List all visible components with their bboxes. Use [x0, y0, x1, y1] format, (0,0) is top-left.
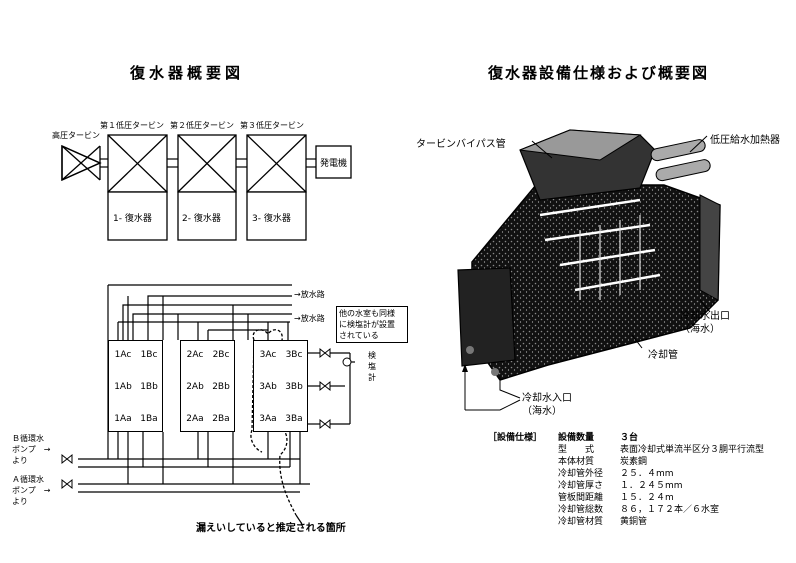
lp3-turbine-label: 第３低圧タービン [240, 121, 304, 130]
water-box-cell: 1Bb [137, 377, 161, 397]
water-box-cell: 2Ac [183, 345, 207, 365]
water-box-cell: 3Ab [256, 377, 280, 397]
hp-turbine-label: 高圧タービン [52, 131, 100, 140]
pump-a-label: Ａ循環水 ポンプ → より [12, 475, 51, 506]
water-box-cell: 1Ab [111, 377, 135, 397]
generator-label: 発電機 [320, 159, 348, 169]
lp2-turbine-label: 第２低圧タービン [170, 121, 234, 130]
note-box: 他の水室も同様 に検塩計が設置 されている [336, 306, 408, 343]
water-box-cell: 1Bc [137, 345, 161, 365]
discharge-label-2: →放水路 [294, 314, 325, 323]
left-title: 復水器概要図 [130, 64, 245, 82]
lp-heater-label: 低圧給水加熱器 [710, 135, 780, 146]
shaft-lines [100, 158, 316, 168]
outlet-label: 冷却水出口 （海水） [680, 311, 730, 335]
water-box-cell: 1Ba [137, 409, 161, 429]
bypass-pipe-label: タービンバイパス管 [416, 139, 506, 150]
water-box-cell: 1Ac [111, 345, 135, 365]
water-box-cell: 3Aa [256, 409, 280, 429]
water-box-cell: 1Aa [111, 409, 135, 429]
water-box-cell: 3Bc [282, 345, 306, 365]
water-box-cell: 3Bb [282, 377, 306, 397]
water-box-cell: 2Bb [209, 377, 233, 397]
cooling-tube-label: 冷却管 [648, 350, 678, 361]
water-box-cell: 2Bc [209, 345, 233, 365]
spec-table: ［設備仕様］ 設備数量 ３台 型 式 表面冷却式単流半区分３胴平行流型 本体材質… [488, 433, 765, 527]
water-box-cell: 2Aa [183, 409, 207, 429]
piping [78, 284, 355, 493]
condenser-1-label: 1- 復水器 [113, 214, 152, 224]
valves [61, 347, 331, 490]
spec-header: ［設備仕様］ [488, 433, 543, 443]
meter-circle [342, 357, 352, 367]
condenser-3-label: 3- 復水器 [252, 214, 291, 224]
water-box-cell: 3Ac [256, 345, 280, 365]
leak-note: 漏えいしていると推定される箇所 [196, 523, 346, 534]
discharge-label-1: →放水路 [294, 290, 325, 299]
inlet-label: 冷却水入口 （海水） [522, 393, 572, 417]
lp1-turbine-label: 第１低圧タービン [100, 121, 164, 130]
salinity-meter-label: 検 塩 計 [368, 351, 376, 382]
water-box-cell: 3Ba [282, 409, 306, 429]
condenser-2-label: 2- 復水器 [182, 214, 221, 224]
pump-b-label: Ｂ循環水 ポンプ → より [12, 434, 51, 465]
water-box-cell: 2Ab [183, 377, 207, 397]
water-box-cell: 2Ba [209, 409, 233, 429]
right-title: 復水器設備仕様および概要図 [488, 64, 710, 82]
hp-turbine-symbol [61, 144, 102, 182]
condensers [107, 191, 307, 241]
lp-turbines [107, 134, 352, 193]
